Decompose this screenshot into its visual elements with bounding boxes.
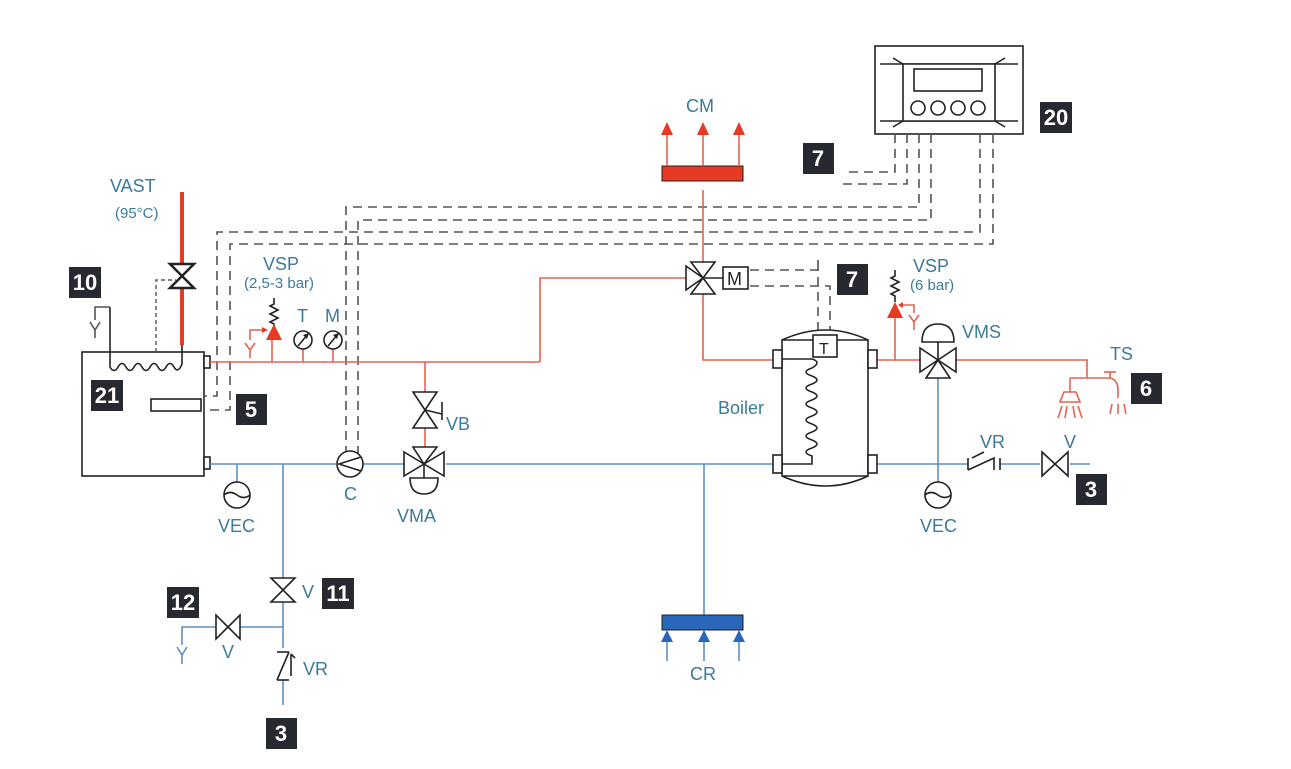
- label-manometer: M: [325, 306, 340, 326]
- controller-unit: [874, 45, 1024, 135]
- label-vms: VMS: [962, 322, 1001, 342]
- thermometer-gauge: [293, 330, 313, 350]
- label-motor: M: [727, 269, 742, 289]
- label-vb: VB: [446, 414, 470, 434]
- badge-21: 21: [91, 380, 123, 411]
- badge-6: 6: [1131, 373, 1162, 404]
- svg-text:7: 7: [812, 146, 824, 171]
- svg-text:6: 6: [1140, 376, 1152, 401]
- circulation-pump[interactable]: [336, 450, 364, 478]
- shutoff-valve-12[interactable]: [215, 613, 241, 641]
- svg-text:11: 11: [326, 581, 349, 606]
- check-valve-right[interactable]: [967, 451, 1001, 471]
- badge-7-top: 7: [803, 143, 834, 174]
- cold-pipes: [181, 378, 1090, 705]
- label-vec-right: VEC: [920, 516, 957, 536]
- component-labels: VAST (95°C) VSP (2,5-3 bar) T M VB C VMA…: [110, 96, 1133, 684]
- svg-text:3: 3: [1085, 477, 1097, 502]
- badge-20: 20: [1040, 102, 1072, 133]
- shower-head-icon: [1058, 391, 1082, 403]
- cr-cold-manifold: [661, 614, 745, 661]
- label-vma: VMA: [397, 506, 436, 526]
- svg-text:20: 20: [1044, 105, 1068, 130]
- controller-button[interactable]: [910, 100, 926, 116]
- controller-button[interactable]: [930, 100, 946, 116]
- svg-text:12: 12: [171, 590, 195, 615]
- safety-valve-right[interactable]: [887, 270, 920, 330]
- motor-actuator: [722, 266, 749, 290]
- badge-5: 5: [236, 394, 267, 425]
- label-vr-right: VR: [980, 432, 1005, 452]
- badge-3-right: 3: [1076, 474, 1107, 505]
- controller-button[interactable]: [970, 100, 986, 116]
- svg-text:10: 10: [73, 270, 97, 295]
- shutoff-valve-11[interactable]: [269, 577, 297, 603]
- vast-valve[interactable]: [155, 192, 198, 352]
- label-v-12: V: [222, 642, 234, 662]
- box-5-sensor: [150, 398, 202, 412]
- badge-7-mid: 7: [837, 264, 868, 295]
- label-thermometer: T: [297, 306, 308, 326]
- badge-11: 11: [322, 578, 354, 609]
- arrow-up-icon: [733, 122, 745, 135]
- boiler-tank: [772, 329, 878, 487]
- faucet-icon: [1109, 377, 1119, 398]
- label-ts: TS: [1110, 344, 1133, 364]
- vma-mixing-valve[interactable]: [403, 446, 445, 495]
- controller-button[interactable]: [950, 100, 966, 116]
- badge-10: 10: [69, 267, 101, 298]
- safety-valve-left[interactable]: [244, 298, 282, 358]
- svg-text:3: 3: [275, 721, 287, 746]
- controller-display: [913, 68, 983, 92]
- label-v-right: V: [1064, 432, 1076, 452]
- arrow-up-icon: [661, 122, 673, 135]
- svg-text:5: 5: [245, 397, 257, 422]
- label-vast-temp: (95°C): [115, 205, 159, 222]
- label-vsp-right: VSP: [913, 256, 949, 276]
- cm-hot-manifold: [661, 122, 745, 182]
- label-cr: CR: [690, 664, 716, 684]
- drain-icon: [89, 321, 101, 338]
- thermostat-sensor: [812, 334, 838, 358]
- heat-source-21: [81, 306, 211, 477]
- badge-3-bottom: 3: [266, 718, 297, 749]
- control-wires: [205, 134, 994, 460]
- label-vsp-left: VSP: [263, 254, 299, 274]
- hot-pipes: [210, 190, 1088, 447]
- svg-text:21: 21: [95, 383, 119, 408]
- svg-text:7: 7: [846, 267, 858, 292]
- three-way-motor-valve[interactable]: [685, 261, 749, 295]
- manometer-gauge: [323, 330, 343, 350]
- shutoff-valve-right[interactable]: [1041, 450, 1069, 478]
- vb-balancing-valve[interactable]: [411, 391, 443, 429]
- label-v-11: V: [302, 582, 314, 602]
- shower-and-tap: [1057, 371, 1127, 419]
- arrow-up-icon: [661, 630, 673, 642]
- badge-12: 12: [167, 587, 199, 618]
- label-vast: VAST: [110, 176, 156, 196]
- arrow-up-icon: [698, 630, 710, 642]
- check-valve-bottom[interactable]: [276, 651, 296, 681]
- vms-mixing-valve[interactable]: [919, 323, 957, 379]
- label-vsp-right-pressure: (6 bar): [910, 277, 954, 294]
- label-vec-left: VEC: [218, 516, 255, 536]
- label-cm: CM: [686, 96, 714, 116]
- label-pump-c: C: [344, 484, 357, 504]
- drain-icon: [176, 646, 188, 664]
- expansion-vessel-left: [223, 481, 251, 509]
- label-boiler: Boiler: [718, 398, 764, 418]
- label-vr-bottom: VR: [303, 659, 328, 679]
- number-badges: 10 21 5 7 7 20 6 3: [69, 102, 1162, 749]
- label-thermostat: T: [819, 341, 829, 358]
- expansion-vessel-right: [924, 481, 952, 509]
- label-vsp-left-pressure: (2,5-3 bar): [244, 275, 314, 292]
- arrow-up-icon: [733, 630, 745, 642]
- arrow-up-icon: [697, 122, 709, 135]
